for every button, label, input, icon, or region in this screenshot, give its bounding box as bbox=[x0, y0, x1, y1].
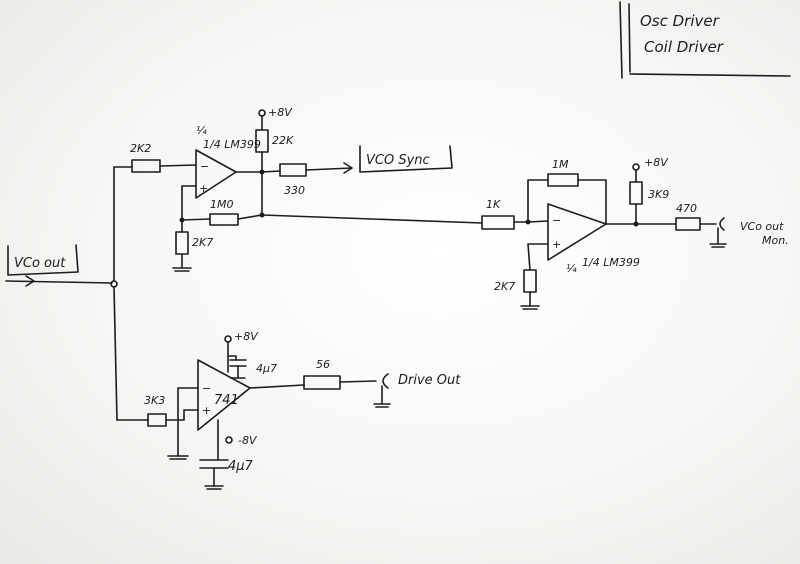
title-line-1: Osc Driver bbox=[640, 12, 720, 30]
svg-text:¼: ¼ bbox=[566, 262, 577, 275]
label-1m0: 1M0 bbox=[210, 198, 234, 211]
svg-text:−: − bbox=[202, 382, 211, 395]
label-3k9: 3K9 bbox=[648, 188, 669, 201]
stage1: 2K2 − + ¼ 1/4 LM399 1M0 2K7 22K +8V 330 bbox=[113, 106, 483, 272]
opamp3-part: 741 bbox=[214, 393, 239, 408]
resistor-56 bbox=[303, 375, 341, 390]
svg-text:−: − bbox=[200, 160, 209, 173]
resistor-3k3 bbox=[147, 413, 167, 427]
opamp-741 bbox=[197, 359, 251, 431]
supply-3-neg: -8V bbox=[238, 434, 258, 447]
resistor-330 bbox=[279, 163, 307, 177]
supply-3-pos: +8V bbox=[234, 330, 259, 343]
resistor-470 bbox=[675, 217, 701, 231]
label-1m: 1M bbox=[552, 158, 569, 171]
label-470: 470 bbox=[676, 202, 697, 215]
svg-text:+: + bbox=[202, 404, 211, 417]
resistor-1m bbox=[547, 173, 579, 187]
input-section: VCo out bbox=[5, 166, 118, 421]
stage2: 1K 1M − + ¼ 1/4 LM399 2K7 3K9 +8V 470 bbox=[481, 156, 789, 310]
stage3: 3K3 − + 741 +8V 4µ7 -8V 4µ7 56 Drive Out bbox=[116, 330, 461, 490]
drive-out-label: Drive Out bbox=[398, 373, 461, 388]
input-wire bbox=[5, 280, 113, 284]
vco-sync-label: VCO Sync bbox=[366, 153, 430, 168]
resistor-2k7-2 bbox=[523, 269, 537, 293]
opamp-lm399-2 bbox=[547, 203, 607, 261]
label-cap-neg: 4µ7 bbox=[228, 459, 254, 474]
vco-mon-label-2: Mon. bbox=[762, 234, 789, 247]
title-block: Osc Driver Coil Driver bbox=[619, 1, 791, 79]
svg-text:+: + bbox=[199, 182, 208, 195]
supply-1: +8V bbox=[268, 106, 293, 119]
ground-1 bbox=[172, 267, 192, 272]
input-junction bbox=[110, 280, 118, 288]
label-2k7-1: 2K7 bbox=[192, 236, 213, 249]
label-330: 330 bbox=[284, 184, 305, 197]
label-2k7-2: 2K7 bbox=[494, 280, 515, 293]
svg-text:+: + bbox=[552, 238, 561, 251]
supply-2: +8V bbox=[644, 156, 669, 169]
label-cap-pos: 4µ7 bbox=[256, 362, 277, 375]
resistor-3k9 bbox=[629, 181, 643, 205]
label-3k3: 3K3 bbox=[144, 394, 165, 407]
resistor-1k bbox=[481, 215, 515, 230]
connector-vco-mon bbox=[719, 217, 725, 231]
opamp1-label: ¼ bbox=[196, 124, 207, 137]
capacitor-pos bbox=[229, 359, 247, 367]
label-1k: 1K bbox=[486, 198, 501, 211]
svg-text:−: − bbox=[552, 214, 561, 227]
ground-3 bbox=[167, 455, 189, 460]
capacitor-neg bbox=[199, 459, 229, 469]
resistor-2k2 bbox=[131, 159, 161, 173]
vco-mon-label-1: VCo out bbox=[740, 220, 784, 233]
label-56: 56 bbox=[316, 358, 330, 371]
ground-2 bbox=[520, 305, 540, 310]
title-line-2: Coil Driver bbox=[644, 38, 724, 56]
label-2k2: 2K2 bbox=[130, 142, 151, 155]
resistor-1m0 bbox=[209, 213, 239, 226]
connector-drive-out bbox=[382, 373, 389, 389]
opamp1-part: 1/4 LM399 bbox=[203, 138, 261, 151]
resistor-2k7-1 bbox=[175, 231, 189, 255]
opamp-lm399-1 bbox=[195, 149, 237, 199]
input-label: VCo out bbox=[14, 256, 66, 271]
opamp2-part: 1/4 LM399 bbox=[582, 256, 640, 269]
label-22k: 22K bbox=[272, 134, 294, 147]
vco-sync-box bbox=[359, 145, 453, 173]
